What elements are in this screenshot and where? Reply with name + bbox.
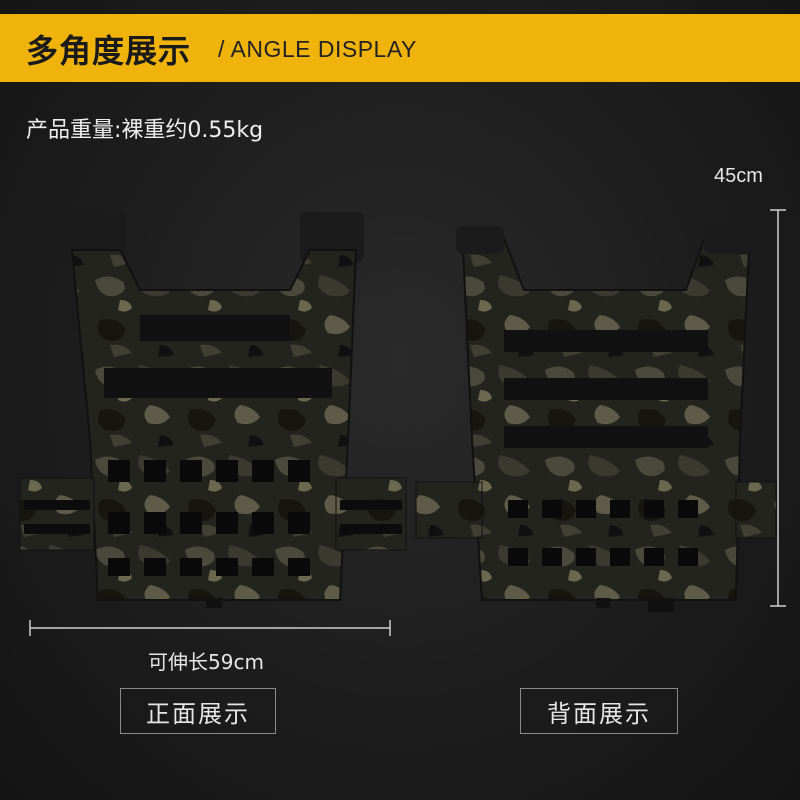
back-view-caption: 背面展示	[520, 688, 678, 734]
product-weight-text: 产品重量:裸重约0.55kg	[26, 118, 264, 143]
front-molle-grid	[108, 460, 310, 576]
height-dimension-line	[770, 209, 786, 607]
back-velcro-row-1	[504, 330, 708, 352]
back-right-shoulder-pad	[704, 226, 752, 254]
front-view-caption: 正面展示	[120, 688, 276, 734]
width-dimension-line	[29, 620, 391, 636]
front-velcro-panel-top	[140, 315, 290, 341]
header-title-cn: 多角度展示	[26, 32, 192, 70]
header-title-en: / ANGLE DISPLAY	[218, 36, 417, 62]
back-velcro-row-3	[504, 426, 708, 448]
width-dimension-label: 可伸长59cm	[148, 650, 264, 674]
back-left-shoulder-pad	[456, 226, 504, 254]
back-vest	[415, 226, 777, 612]
back-velcro-row-2	[504, 378, 708, 400]
front-vest	[19, 212, 407, 608]
front-velcro-panel-mid	[104, 368, 332, 398]
header-banner: 多角度展示 / ANGLE DISPLAY	[0, 14, 800, 82]
height-dimension-label: 45cm	[714, 165, 763, 187]
back-molle-grid	[508, 500, 698, 566]
